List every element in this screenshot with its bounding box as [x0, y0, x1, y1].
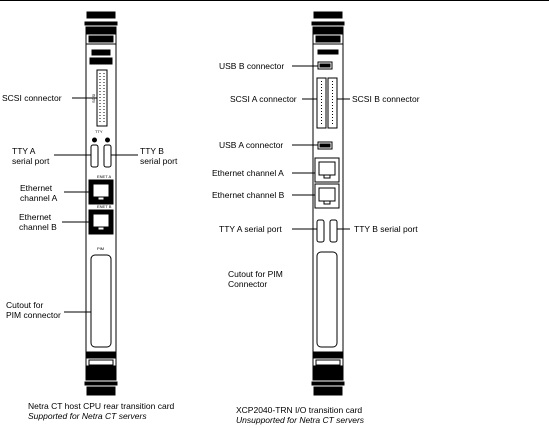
left-silk-scsi: SCSI	[91, 94, 96, 103]
left-tty-b-screw	[105, 137, 110, 143]
left-silk-enet-a: ENET A	[97, 174, 111, 179]
right-label-eth-b: Ethernet channel B	[212, 190, 285, 200]
left-caption-line2-text: Supported for Netra CT servers	[28, 411, 147, 421]
left-bottom-handle	[85, 365, 117, 381]
left-silk-tty: TTY	[95, 129, 103, 134]
left-eth-b-opening	[92, 213, 110, 228]
right-eth-a-latch	[323, 174, 331, 179]
left-tty-a-screw	[92, 137, 97, 143]
right-tty-b-port	[329, 219, 338, 243]
left-label-tty-a: TTY A serial port	[12, 146, 50, 166]
left-tty-b-port	[103, 144, 112, 168]
left-pim-cutout	[90, 254, 112, 348]
right-bottom-handle	[312, 365, 344, 381]
left-eth-a-latch	[97, 196, 105, 201]
left-label-tty-b: TTY B serial port	[140, 146, 178, 166]
left-caption: Netra CT host CPU rear transition card S…	[28, 401, 174, 421]
right-top-tab	[317, 49, 339, 55]
right-bottom-ejector-bar	[311, 381, 345, 386]
left-caption-line2: Supported for Netra CT servers	[28, 411, 174, 421]
right-usb-a-tongue	[319, 143, 331, 148]
left-scsi-connector	[96, 69, 108, 127]
left-label-cutout: Cutout for PIM connector	[6, 300, 61, 320]
right-card	[292, 11, 350, 396]
left-bottom-handle-mid	[88, 359, 114, 366]
left-top-handle-grip	[88, 35, 114, 43]
left-top-tab	[91, 49, 111, 56]
right-label-usb-b: USB B connector	[219, 61, 285, 71]
right-top-ejector-bar	[311, 21, 345, 26]
right-bottom-ejector	[313, 386, 343, 396]
right-pim-cutout	[316, 251, 338, 348]
left-label-eth-b: Ethernet channel B	[19, 212, 57, 232]
right-caption: XCP2040-TRN I/O transition card Unsuppor…	[236, 405, 364, 425]
right-top-handle-grip	[315, 35, 341, 43]
left-silk-pim: PIM	[97, 246, 104, 251]
left-card	[54, 11, 138, 396]
right-caption-line2: Unsupported for Netra CT servers	[236, 415, 364, 425]
left-bottom-handle-top	[85, 351, 117, 359]
left-bottom-ejector-bar	[84, 381, 118, 386]
right-bottom-handle-mid	[315, 359, 341, 366]
left-silk-enet-b: ENET B	[97, 204, 112, 209]
left-tty-a-port	[90, 144, 99, 168]
right-eth-b-opening	[318, 187, 336, 202]
right-caption-line2-text: Unsupported for Netra CT servers	[236, 415, 365, 425]
right-top-ejector	[313, 11, 343, 19]
right-label-scsi-b: SCSI B connector	[352, 94, 420, 104]
left-top-tab-2	[89, 57, 113, 65]
right-top-handle	[312, 26, 344, 35]
left-top-ejector	[86, 11, 116, 19]
right-usb-b-tongue	[319, 63, 331, 68]
right-label-scsi-a: SCSI A connector	[230, 94, 297, 104]
left-label-scsi-connector: SCSI connector	[2, 93, 62, 103]
right-label-tty-b: TTY B serial port	[354, 224, 418, 234]
left-caption-line1: Netra CT host CPU rear transition card	[28, 401, 175, 411]
right-caption-line1: XCP2040-TRN I/O transition card	[236, 405, 363, 415]
right-label-tty-a: TTY A serial port	[219, 224, 282, 234]
right-bottom-handle-top	[312, 351, 344, 359]
right-eth-b-latch	[323, 200, 331, 205]
right-tty-a-port	[316, 219, 325, 243]
right-label-usb-a: USB A connector	[219, 140, 284, 150]
left-top-ejector-bar	[84, 21, 118, 26]
right-label-eth-a: Ethernet channel A	[212, 168, 284, 178]
left-eth-b-latch	[97, 226, 105, 231]
right-eth-a-opening	[318, 161, 336, 176]
left-label-eth-a: Ethernet channel A	[20, 183, 58, 203]
left-eth-a-opening	[92, 183, 110, 198]
right-label-cutout: Cutout for PIM Connector	[228, 269, 283, 289]
left-top-handle	[85, 26, 117, 35]
left-bottom-ejector	[86, 386, 116, 396]
